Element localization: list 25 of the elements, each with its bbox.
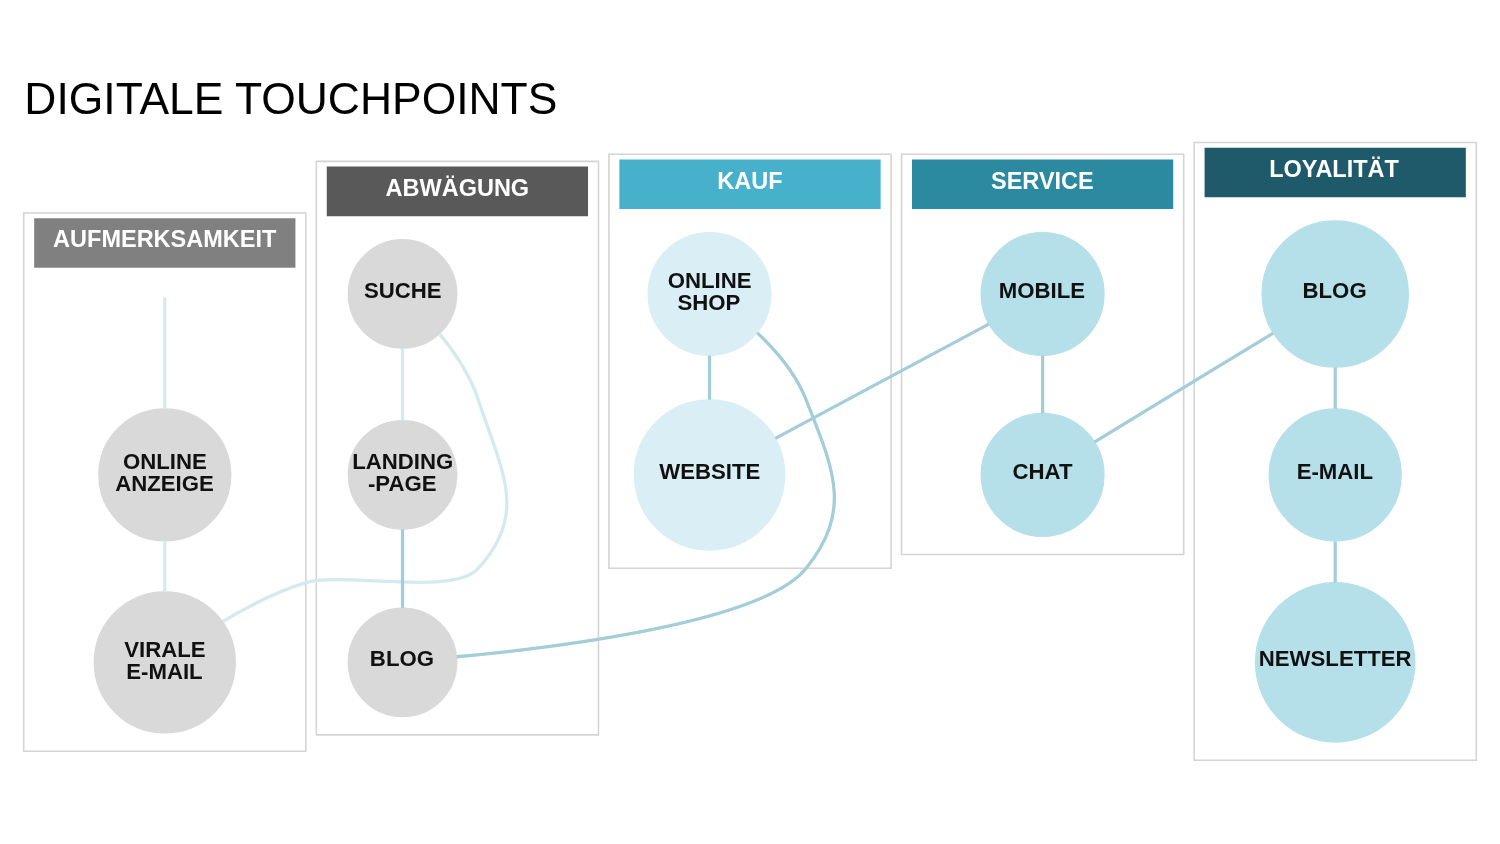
node-circle: E-MAIL [1268, 408, 1402, 542]
node-circle: NEWSLETTER [1254, 582, 1416, 743]
connector [456, 331, 836, 659]
node-circle: SUCHE [347, 239, 458, 349]
node-circle: VIRALE E-MAIL [93, 591, 236, 734]
node-circle: ONLINE SHOP [647, 231, 772, 357]
node-circle: ONLINE ANZEIGE [98, 408, 232, 542]
diagram-title: DIGITALE TOUCHPOINTS [24, 73, 558, 123]
node-circle: WEBSITE [633, 399, 786, 551]
node-circle: LANDING -PAGE [347, 420, 458, 530]
connector [400, 348, 405, 421]
connector [1093, 331, 1274, 444]
connector [1040, 355, 1045, 414]
connector [1333, 367, 1337, 409]
connector [221, 333, 509, 623]
node-circle: BLOG [347, 607, 458, 718]
connector [707, 355, 712, 400]
node-circle: BLOG [1261, 220, 1409, 368]
node-circle: CHAT [980, 412, 1105, 537]
connector [774, 322, 990, 440]
connector [400, 529, 405, 609]
connector [163, 541, 167, 592]
node-circle: MOBILE [980, 231, 1105, 357]
connector [163, 297, 167, 409]
connector [1333, 541, 1337, 583]
